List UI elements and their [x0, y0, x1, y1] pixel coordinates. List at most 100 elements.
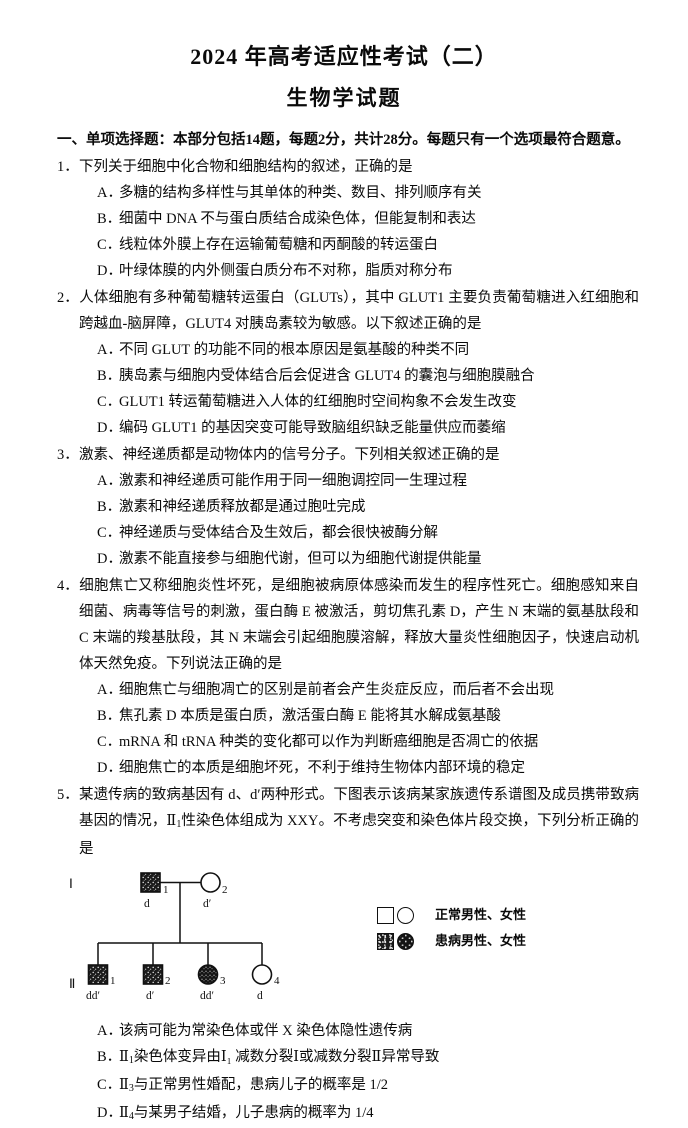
- circle-open-icon: [397, 906, 414, 924]
- legend-symbols-affected: [377, 932, 431, 950]
- pedigree-genotype-II-3: dd′: [200, 990, 214, 1002]
- question-3-option-c[interactable]: C．神经递质与受体结合及生效后，都会很快被酶分解: [57, 520, 639, 546]
- option-label: D．: [97, 551, 122, 567]
- pedigree-id-II-4: 4: [274, 975, 280, 987]
- question-2-option-c[interactable]: C．GLUT1 转运葡萄糖进入人体的红细胞时空间构象不会发生改变: [57, 389, 639, 415]
- question-2-stem-text: 人体细胞有多种葡萄糖转运蛋白（GLUTs），其中 GLUT1 主要负责葡萄糖进入…: [79, 290, 639, 332]
- pedigree-figure: Ⅰ Ⅱ 1 d 2 d′: [57, 866, 639, 1018]
- option-text: GLUT1 转运葡萄糖进入人体的红细胞时空间构象不会发生改变: [119, 394, 517, 410]
- question-3-stem: 3．激素、神经递质都是动物体内的信号分子。下列相关叙述正确的是: [57, 442, 639, 468]
- legend-row-normal: 正常男性、女性: [377, 902, 526, 928]
- option-label: D．: [97, 760, 122, 776]
- page-title: 2024 年高考适应性考试（二）: [190, 44, 498, 69]
- pedigree-id-II-1: 1: [110, 975, 116, 987]
- pedigree-genotype-I-1: d: [144, 898, 150, 910]
- option-text: 编码 GLUT1 的基因突变可能导致脑组织缺乏能量供应而萎缩: [119, 420, 506, 436]
- pedigree-id-II-3: 3: [220, 975, 226, 987]
- pedigree-genotype-II-4: d: [257, 990, 263, 1002]
- question-1-stem-text: 下列关于细胞中化合物和细胞结构的叙述，正确的是: [79, 159, 413, 175]
- pedigree-genotype-II-2: d′: [146, 990, 154, 1002]
- question-4-option-a[interactable]: A．细胞焦亡与细胞凋亡的区别是前者会产生炎症反应，而后者不会出现: [57, 677, 639, 703]
- option-text: 激素和神经递质可能作用于同一细胞调控同一生理过程: [119, 473, 467, 489]
- question-3: 3．激素、神经递质都是动物体内的信号分子。下列相关叙述正确的是 A．激素和神经递…: [57, 442, 639, 572]
- question-1-option-a[interactable]: A．多糖的结构多样性与其单体的种类、数目、排列顺序有关: [57, 180, 639, 206]
- question-3-number: 3．: [57, 447, 79, 463]
- question-4: 4．细胞焦亡又称细胞炎性坏死，是细胞被病原体感染而发生的程序性死亡。细胞感知来自…: [57, 573, 639, 781]
- question-5-option-c[interactable]: C．Ⅱ3与正常男性婚配，患病儿子的概率是 1/2: [57, 1072, 639, 1100]
- option-label: A．: [97, 473, 122, 489]
- exam-page: 2024 年高考适应性考试（二） 生物学试题 一、单项选择题：本部分包括14题，…: [57, 44, 639, 1122]
- square-open-icon: [377, 906, 394, 924]
- question-2: 2．人体细胞有多种葡萄糖转运蛋白（GLUTs），其中 GLUT1 主要负责葡萄糖…: [57, 285, 639, 441]
- option-label: B．: [97, 211, 122, 227]
- question-1-option-b[interactable]: B．细菌中 DNA 不与蛋白质结合成染色体，但能复制和表达: [57, 206, 639, 232]
- pedigree-genotype-II-1: dd′: [86, 990, 100, 1002]
- option-subscript: 1: [128, 1055, 134, 1066]
- option-text: 神经递质与受体结合及生效后，都会很快被酶分解: [119, 525, 438, 541]
- option-label: C．: [97, 237, 122, 253]
- question-5-option-a[interactable]: A．该病可能为常染色体或伴 X 染色体隐性遗传病: [57, 1018, 639, 1044]
- question-5-stem-text-part2: 性染色体组成为 XXY。不考虑突变和染色体片段交换，下列分析正确的是: [79, 813, 639, 857]
- pedigree-id-II-2: 2: [165, 975, 171, 987]
- legend-label-normal: 正常男性、女性: [435, 907, 527, 922]
- option-subscript: 4: [128, 1111, 134, 1122]
- question-3-stem-text: 激素、神经递质都是动物体内的信号分子。下列相关叙述正确的是: [79, 447, 500, 463]
- question-4-stem-text: 细胞焦亡又称细胞炎性坏死，是细胞被病原体感染而发生的程序性死亡。细胞感知来自细菌…: [79, 578, 639, 672]
- option-text-post: 与正常男性婚配，患病儿子的概率是 1/2: [133, 1077, 389, 1093]
- question-2-option-d[interactable]: D．编码 GLUT1 的基因突变可能导致脑组织缺乏能量供应而萎缩: [57, 415, 639, 441]
- pedigree-individual-II-1: [87, 964, 109, 985]
- option-text: 该病可能为常染色体或伴 X 染色体隐性遗传病: [119, 1023, 413, 1039]
- legend-label-affected: 患病男性、女性: [435, 933, 527, 948]
- exam-content: 一、单项选择题：本部分包括14题，每题2分，共计28分。每题只有一个选项最符合题…: [57, 128, 639, 1128]
- question-2-stem: 2．人体细胞有多种葡萄糖转运蛋白（GLUTs），其中 GLUT1 主要负责葡萄糖…: [57, 285, 639, 337]
- option-text: 不同 GLUT 的功能不同的根本原因是氨基酸的种类不同: [119, 342, 470, 358]
- legend-symbols-normal: [377, 906, 431, 924]
- subject-title: 生物学试题: [286, 86, 402, 111]
- option-label: A．: [97, 185, 122, 201]
- option-text: 胰岛素与细胞内受体结合后会促进含 GLUT4 的囊泡与细胞膜融合: [119, 368, 535, 384]
- option-text: 叶绿体膜的内外侧蛋白质分布不对称，脂质对称分布: [119, 263, 453, 279]
- question-3-option-a[interactable]: A．激素和神经递质可能作用于同一细胞调控同一生理过程: [57, 468, 639, 494]
- pedigree-individual-II-2: [142, 964, 164, 985]
- question-4-number: 4．: [57, 578, 79, 594]
- option-label: A．: [97, 342, 122, 358]
- question-4-option-b[interactable]: B．焦孔素 D 本质是蛋白质，激活蛋白酶 E 能将其水解成氨基酸: [57, 703, 639, 729]
- question-2-option-a[interactable]: A．不同 GLUT 的功能不同的根本原因是氨基酸的种类不同: [57, 337, 639, 363]
- option-text-post: 与某男子结婚，儿子患病的概率为 1/4: [133, 1105, 374, 1121]
- option-text-post: 染色体变异由Ⅰ₁ 减数分裂Ⅰ或减数分裂Ⅱ异常导致: [133, 1049, 440, 1065]
- section-heading: 一、单项选择题：本部分包括14题，每题2分，共计28分。每题只有一个选项最符合题…: [57, 132, 630, 148]
- option-label: B．: [97, 708, 122, 724]
- question-4-option-d[interactable]: D．细胞焦亡的本质是细胞坏死，不利于维持生物体内部环境的稳定: [57, 755, 639, 781]
- question-4-option-c[interactable]: C．mRNA 和 tRNA 种类的变化都可以作为判断癌细胞是否凋亡的依据: [57, 729, 639, 755]
- option-label: B．: [97, 368, 122, 384]
- option-text: 细胞焦亡的本质是细胞坏死，不利于维持生物体内部环境的稳定: [119, 760, 525, 776]
- option-text: 激素和神经递质释放都是通过胞吐完成: [119, 499, 366, 515]
- generation-1-label: Ⅰ: [69, 876, 73, 891]
- option-label: A．: [97, 682, 122, 698]
- pedigree-id-I-1: 1: [163, 884, 169, 896]
- option-label: D．: [97, 263, 122, 279]
- option-label: A．: [97, 1023, 122, 1039]
- option-label: C．: [97, 525, 122, 541]
- question-4-stem: 4．细胞焦亡又称细胞炎性坏死，是细胞被病原体感染而发生的程序性死亡。细胞感知来自…: [57, 573, 639, 677]
- question-5-option-d[interactable]: D．Ⅱ4与某男子结婚，儿子患病的概率为 1/4: [57, 1100, 639, 1128]
- question-1: 1．下列关于细胞中化合物和细胞结构的叙述，正确的是 A．多糖的结构多样性与其单体…: [57, 154, 639, 284]
- question-3-option-d[interactable]: D．激素不能直接参与细胞代谢，但可以为细胞代谢提供能量: [57, 546, 639, 572]
- option-label: B．: [97, 499, 122, 515]
- option-text: 焦孔素 D 本质是蛋白质，激活蛋白酶 E 能将其水解成氨基酸: [119, 708, 501, 724]
- option-text: mRNA 和 tRNA 种类的变化都可以作为判断癌细胞是否凋亡的依据: [119, 734, 539, 750]
- pedigree-individual-II-4: [251, 964, 273, 985]
- option-label: C．: [97, 1077, 122, 1093]
- question-2-option-b[interactable]: B．胰岛素与细胞内受体结合后会促进含 GLUT4 的囊泡与细胞膜融合: [57, 363, 639, 389]
- option-label: B．: [97, 1049, 122, 1065]
- question-1-option-d[interactable]: D．叶绿体膜的内外侧蛋白质分布不对称，脂质对称分布: [57, 258, 639, 284]
- pedigree-individual-II-3: [197, 964, 219, 985]
- option-text: 细胞焦亡与细胞凋亡的区别是前者会产生炎症反应，而后者不会出现: [119, 682, 554, 698]
- square-filled-icon: [377, 932, 394, 950]
- option-label: C．: [97, 734, 122, 750]
- option-label: C．: [97, 394, 122, 410]
- question-5-option-b[interactable]: B．Ⅱ1染色体变异由Ⅰ₁ 减数分裂Ⅰ或减数分裂Ⅱ异常导致: [57, 1044, 639, 1072]
- question-1-option-c[interactable]: C．线粒体外膜上存在运输葡萄糖和丙酮酸的转运蛋白: [57, 232, 639, 258]
- question-3-option-b[interactable]: B．激素和神经递质释放都是通过胞吐完成: [57, 494, 639, 520]
- question-2-number: 2．: [57, 290, 79, 306]
